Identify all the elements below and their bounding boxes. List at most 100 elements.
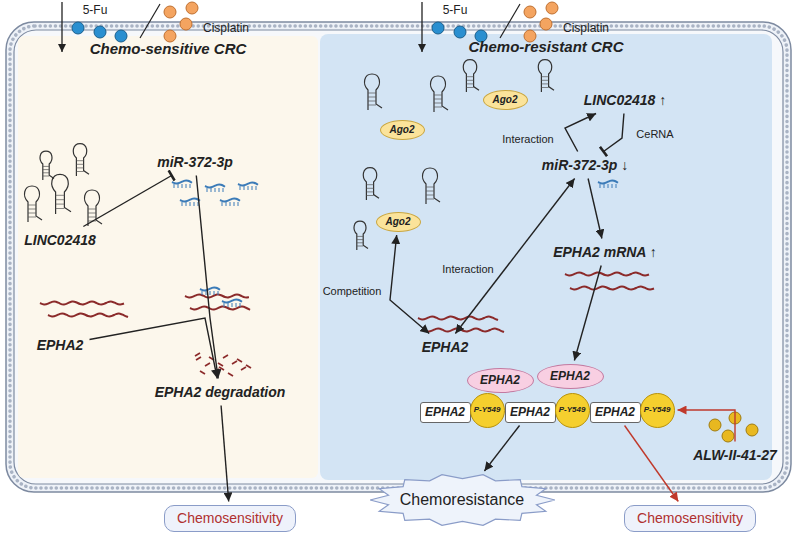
mrna-strand — [418, 317, 498, 320]
drug-dot — [94, 26, 106, 38]
mirna-tick — [202, 291, 203, 295]
rna-base-pair — [43, 172, 49, 173]
mirna-strand — [222, 300, 242, 303]
mirna-tick — [182, 202, 183, 206]
receptor-box: EPHA2 — [590, 402, 641, 423]
drug-dot — [546, 2, 558, 14]
node-text: Chemosensitivity — [637, 510, 743, 527]
rna-base-pair — [357, 236, 363, 237]
rna-hairpin-strand — [40, 151, 54, 180]
mirna-tick — [230, 202, 231, 206]
connector — [90, 318, 218, 379]
mirna-strand — [598, 181, 618, 184]
phospho-circle: P-Y549 — [470, 393, 505, 428]
rna-base-pair — [56, 208, 65, 209]
panel-ground — [320, 34, 772, 480]
drug-label: Cisplatin — [563, 21, 609, 35]
rna-hairpin — [365, 74, 382, 110]
mirna-tick — [236, 303, 237, 307]
node-text: EPHA2 mRNA ↑ — [553, 244, 657, 261]
rna-base-pair — [541, 87, 548, 88]
rna-hairpin-strand — [423, 168, 440, 204]
degraded-fragment — [196, 357, 201, 360]
membrane-heads — [10, 26, 787, 488]
rna-base-pair — [368, 97, 376, 98]
rna-hairpin — [463, 60, 479, 92]
node-text: Chemoresistance — [400, 490, 525, 509]
node-text: EPHA2 — [425, 405, 466, 419]
rna-base-pair — [541, 80, 548, 81]
connector — [565, 114, 596, 152]
lncrna-label: LINC02418 — [21, 230, 99, 251]
mrna-label: EPHA2 — [419, 337, 472, 358]
outcome-box: Chemosensitivity — [624, 505, 756, 532]
mirna-tick — [219, 188, 220, 192]
mirna-strand — [238, 183, 258, 186]
ago2-oval: Ago2 — [483, 90, 528, 110]
rna-base-pair — [366, 184, 373, 185]
rna-base-pair — [357, 242, 363, 243]
lncrna-label: LINC02418 ↑ — [581, 90, 670, 111]
mirna-tick — [190, 202, 191, 206]
node-text: Chemosensitivity — [177, 510, 283, 527]
mirna-tick — [252, 186, 253, 190]
mirna-strand — [220, 199, 240, 202]
mirna-tick — [215, 188, 216, 192]
mirna-tick — [224, 303, 225, 307]
rna-base-pair — [434, 95, 442, 96]
mirna-tick — [207, 188, 208, 192]
drug-dot — [432, 22, 444, 34]
mirna-tick — [214, 291, 215, 295]
receptor-box: EPHA2 — [420, 402, 471, 423]
rna-base-pair — [76, 164, 83, 165]
mirna-tick — [604, 184, 605, 188]
rna-base-pair — [366, 195, 373, 196]
rna-hairpin — [423, 168, 440, 204]
mirna-strand — [205, 185, 225, 188]
degraded-fragment — [223, 355, 228, 358]
edge-label: Competition — [321, 285, 384, 298]
panel-heading: Chemo-resistant CRC — [320, 38, 772, 56]
degraded-fragment — [205, 363, 210, 366]
phospho-circle: P-Y549 — [640, 393, 675, 428]
node-text: Ago2 — [493, 94, 518, 106]
connector — [678, 410, 736, 442]
rna-base-pair — [76, 171, 83, 172]
rna-base-pair — [541, 76, 548, 77]
burst-shape — [370, 475, 555, 526]
rna-base-pair — [434, 103, 442, 104]
rna-base-pair — [366, 191, 373, 192]
connector — [484, 426, 519, 472]
panel-heading: Chemo-sensitive CRC — [18, 40, 318, 58]
node-text: P-Y549 — [644, 405, 671, 415]
rna-base-pair — [368, 101, 376, 102]
inhibitor-label: ALW-II-41-27 — [690, 445, 780, 466]
outcome-box: Chemosensitivity — [164, 505, 296, 532]
edge-label: Interaction — [500, 133, 555, 146]
inhibitor-dot — [746, 424, 758, 436]
mirna-tick — [240, 186, 241, 190]
rna-base-pair — [43, 166, 49, 167]
mirna-tick — [240, 303, 241, 307]
mirna-tick — [206, 291, 207, 295]
mirna-tick — [194, 202, 195, 206]
mirna-strand — [200, 288, 220, 291]
sensitive-panel: Chemo-sensitive CRCLINC02418miR-372-3pEP… — [18, 36, 318, 478]
mirna-label: miR-372-3p — [154, 152, 236, 173]
rna-hairpin-strand — [365, 74, 382, 110]
mirna-tick — [211, 188, 212, 192]
rna-base-pair — [56, 199, 65, 200]
mirna-strand — [172, 181, 192, 184]
degraded-fragment — [232, 361, 237, 364]
rna-hairpin-strand — [25, 186, 42, 222]
rna-base-pair — [56, 204, 65, 205]
drug-arrow — [61, 2, 62, 52]
mirna-tick — [210, 291, 211, 295]
separator-slash — [500, 4, 520, 38]
mirna-tick — [244, 186, 245, 190]
node-text: LINC02418 ↑ — [584, 92, 667, 109]
rna-hairpin-strand — [73, 144, 89, 176]
